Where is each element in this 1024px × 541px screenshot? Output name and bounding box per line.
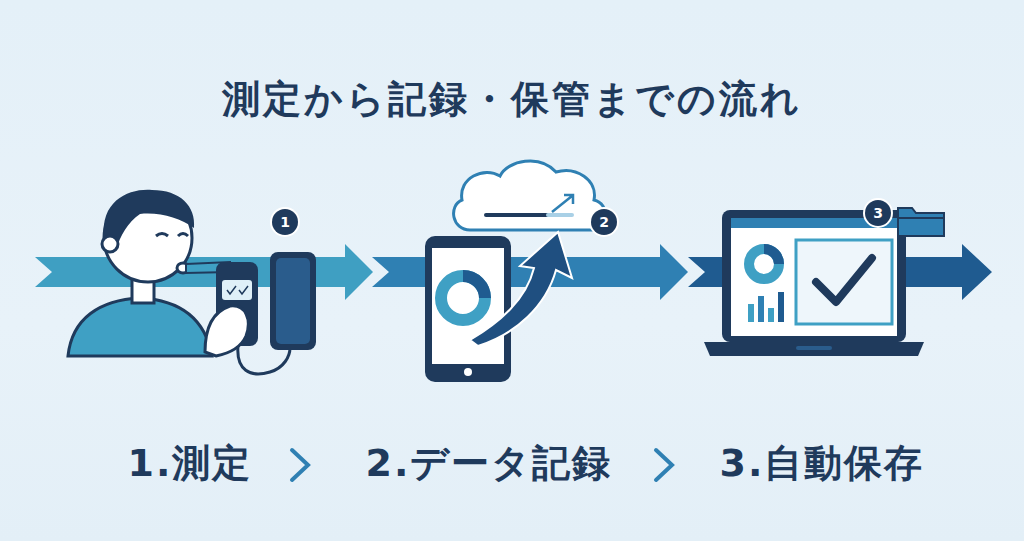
callout-text: 2 — [599, 214, 609, 230]
smartphone — [425, 161, 606, 382]
callout-number: 3 — [865, 200, 891, 226]
step-label: 2.データ記録 — [366, 438, 613, 489]
callout-number: 2 — [591, 209, 617, 235]
step-label: 1.測定 — [128, 438, 253, 489]
callout-text: 3 — [873, 205, 883, 221]
chevron-symbol — [656, 450, 672, 480]
diagram-title: 測定から記録・保管までの流れ — [0, 74, 1024, 125]
callout-text: 1 — [280, 214, 290, 230]
breathalyzer — [186, 252, 316, 374]
step-label: 3.自動保存 — [720, 438, 925, 489]
chevron-symbol — [292, 450, 308, 480]
callout-number: 1 — [272, 209, 298, 235]
flow-arrow — [35, 244, 373, 300]
laptop — [704, 208, 944, 356]
